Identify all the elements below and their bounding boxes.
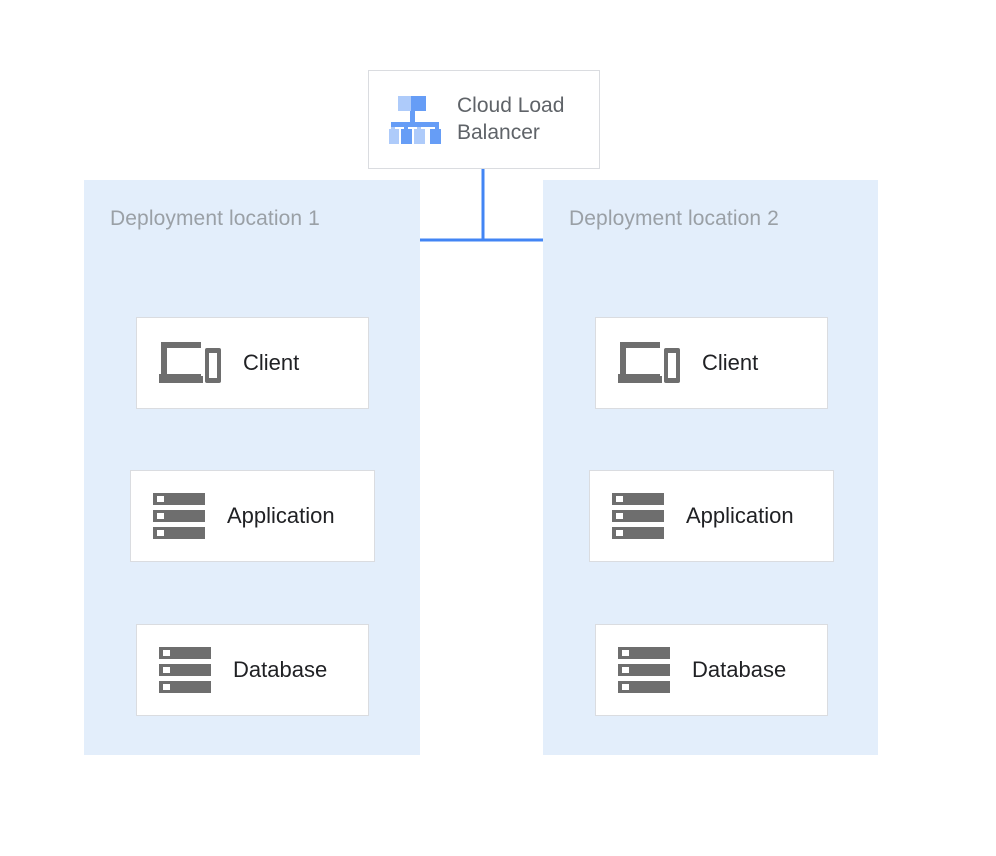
node-left-application[interactable]: Application	[130, 470, 375, 562]
node-label: Database	[233, 657, 328, 682]
node-cloud-load-balancer[interactable]: Cloud Load Balancer	[368, 70, 600, 169]
node-left-database[interactable]: Database	[136, 624, 369, 716]
node-label: Application	[686, 503, 794, 528]
node-label: Client	[702, 350, 759, 375]
database-icon	[618, 647, 670, 693]
database-icon	[159, 647, 211, 693]
node-label: Cloud Load Balancer	[457, 93, 565, 144]
load-balancer-icon	[389, 95, 441, 144]
zone-1-label: Deployment location 1	[110, 207, 320, 230]
devices-icon	[618, 342, 680, 383]
devices-icon	[159, 342, 221, 383]
node-label: Database	[692, 657, 787, 682]
node-right-application[interactable]: Application	[589, 470, 834, 562]
server-icon	[153, 493, 205, 539]
node-right-client[interactable]: Client	[595, 317, 828, 409]
node-left-client[interactable]: Client	[136, 317, 369, 409]
node-label: Application	[227, 503, 335, 528]
zone-2-label: Deployment location 2	[569, 207, 779, 230]
node-label: Client	[243, 350, 300, 375]
node-right-database[interactable]: Database	[595, 624, 828, 716]
server-icon	[612, 493, 664, 539]
